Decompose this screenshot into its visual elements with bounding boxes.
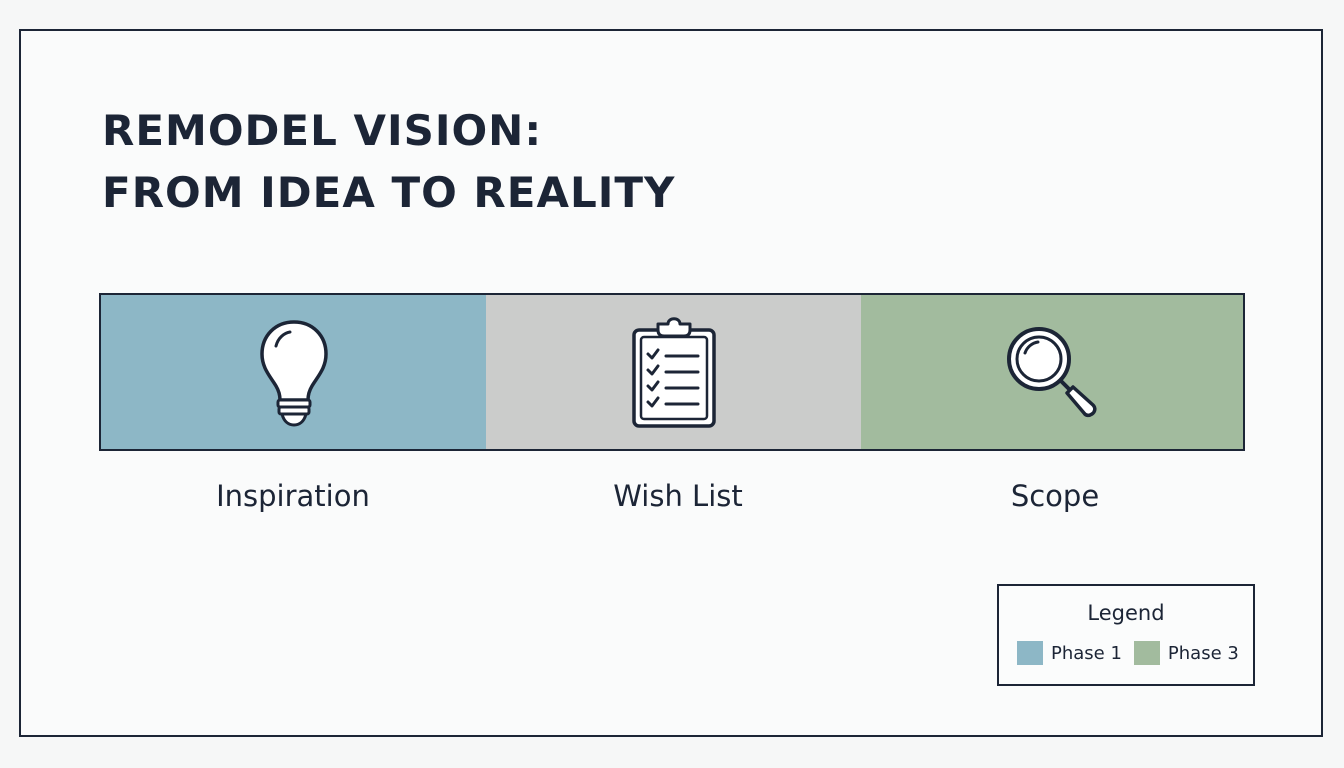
segment-wish-list <box>486 295 861 449</box>
segment-label-wish-list: Wish List <box>613 479 743 513</box>
legend-item-phase-1: Phase 1 <box>1017 641 1122 665</box>
segment-scope <box>861 295 1243 449</box>
page-title: REMODEL VISION: FROM IDEA TO REALITY <box>102 100 675 224</box>
phase-bar <box>99 293 1245 451</box>
clipboard-checklist-icon <box>631 317 716 428</box>
legend-swatch <box>1133 641 1160 665</box>
legend-title: Legend <box>1087 601 1165 625</box>
legend-swatch <box>1017 641 1043 665</box>
title-line-2: FROM IDEA TO REALITY <box>102 168 676 217</box>
lightbulb-icon <box>259 320 328 427</box>
title-line-1: REMODEL VISION: <box>102 106 543 155</box>
segment-label-inspiration: Inspiration <box>216 479 370 513</box>
legend-item-phase-3: Phase 3 <box>1133 641 1239 665</box>
legend-items: Phase 1 Phase 3 <box>1017 641 1251 665</box>
segment-inspiration <box>101 295 486 449</box>
segment-label-scope: Scope <box>1010 479 1100 513</box>
legend: Legend Phase 1 Phase 3 <box>997 584 1255 686</box>
legend-label: Phase 1 <box>1051 642 1122 664</box>
legend-label: Phase 3 <box>1167 642 1239 664</box>
magnifying-glass-icon <box>1007 327 1097 418</box>
